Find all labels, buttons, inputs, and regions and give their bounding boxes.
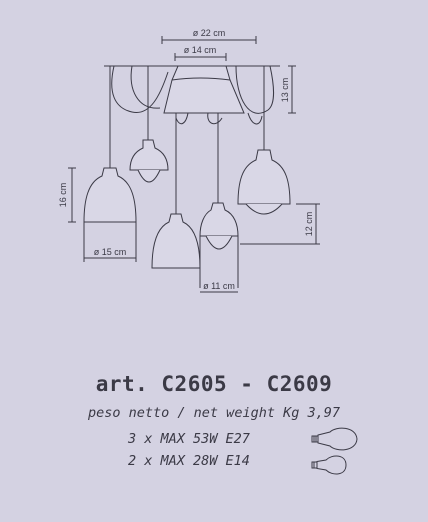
canopy <box>163 65 245 114</box>
dim-canopy-inner: ø 14 cm <box>184 45 217 55</box>
shade-small-right <box>199 202 239 237</box>
spec-e27: 3 x MAX 53W E27 <box>128 431 250 447</box>
net-weight: peso netto / net weight Kg 3,97 <box>88 405 340 421</box>
cable-loop <box>111 65 169 113</box>
shade-mid-bottom <box>151 213 201 269</box>
lamp-dimension-diagram: ø 22 cm ø 14 cm 13 cm 16 cm 12 cm ø 15 c… <box>58 28 320 293</box>
dim-canopy-outer: ø 22 cm <box>193 28 226 38</box>
dim-shade-height-right: 12 cm <box>304 212 314 237</box>
shade-right <box>237 149 291 205</box>
dim-canopy-height: 13 cm <box>280 78 290 103</box>
dim-shade-diameter-large: ø 15 cm <box>94 247 127 257</box>
shade-small-top <box>129 139 169 171</box>
shade-left <box>83 167 137 223</box>
spec-e14: 2 x MAX 28W E14 <box>128 453 250 469</box>
product-title: art. C2605 - C2609 <box>95 372 333 396</box>
bulb-e14-icon <box>311 455 347 475</box>
dim-shade-height-left: 16 cm <box>58 183 68 208</box>
dim-shade-diameter-small: ø 11 cm <box>203 281 235 291</box>
bulb-e27-icon <box>311 427 358 451</box>
